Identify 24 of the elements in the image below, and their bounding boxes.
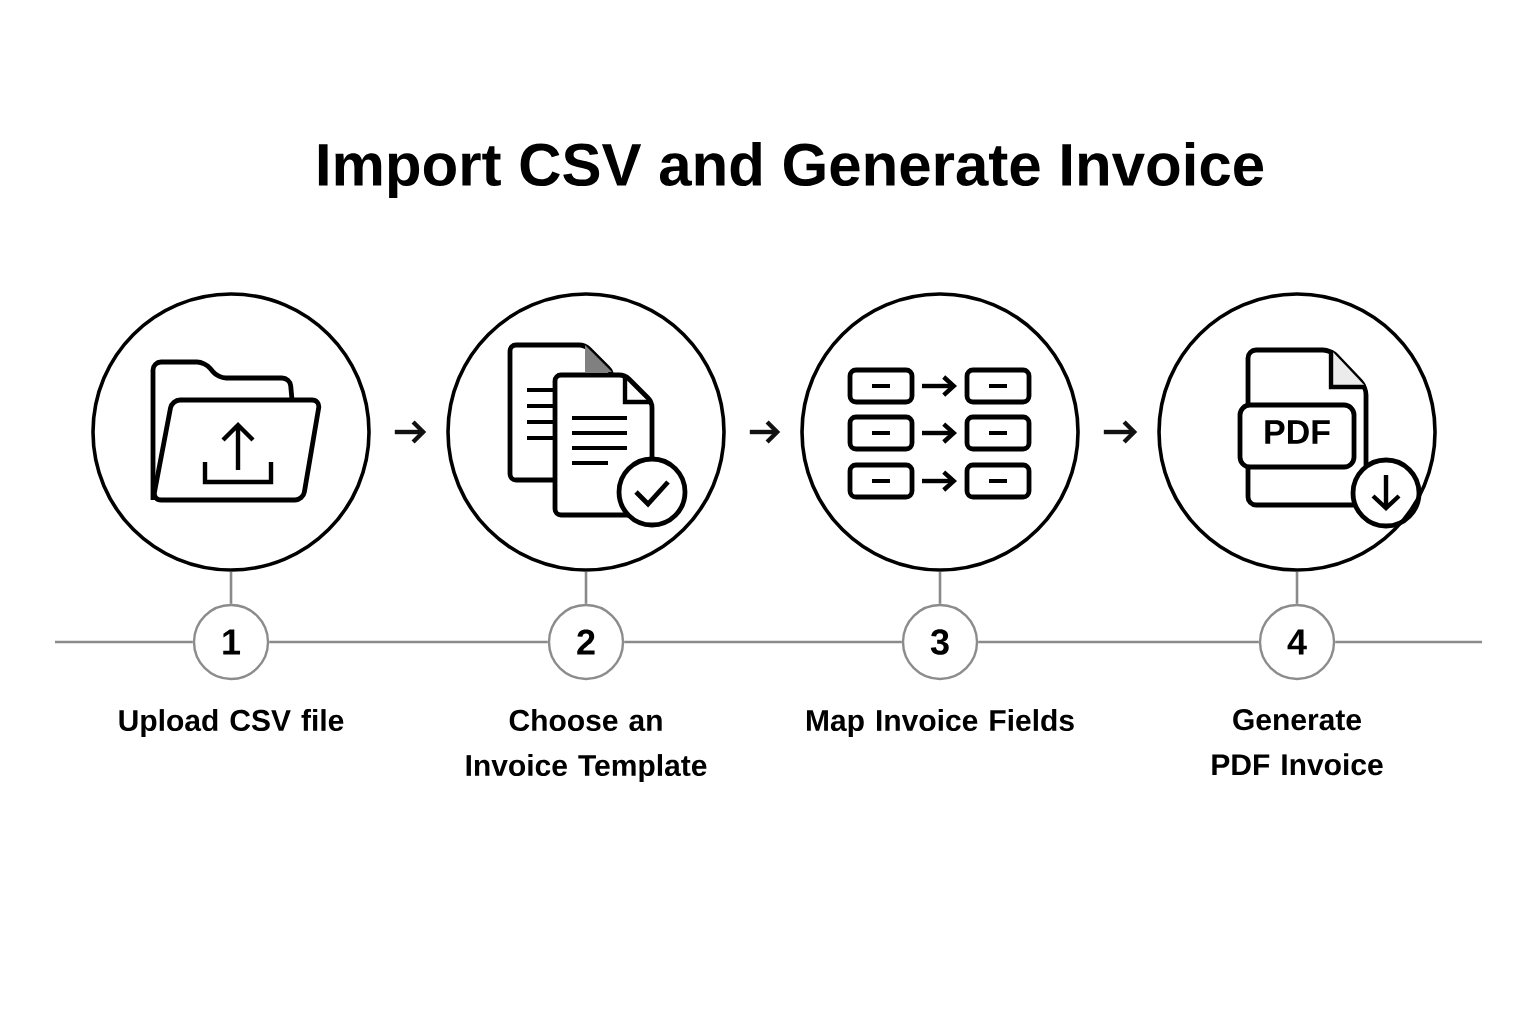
connector-line — [1295, 571, 1299, 604]
connector-line — [55, 640, 193, 644]
step-caption: Map Invoice Fields — [807, 709, 1074, 738]
arrow — [394, 420, 427, 444]
step-circle — [800, 292, 1080, 572]
connector-line — [229, 571, 233, 604]
step-circle — [446, 292, 726, 572]
step-number: 4 — [1258, 603, 1336, 681]
step-circle — [91, 292, 371, 572]
step-caption: Choose an Invoice Template — [466, 709, 707, 783]
step-number: 3 — [901, 603, 979, 681]
connector-line — [978, 640, 1259, 644]
arrow — [1103, 420, 1138, 444]
connector-line — [624, 640, 902, 644]
title: Import CSV and Generate Invoice — [318, 142, 1264, 198]
step-number: 2 — [547, 603, 625, 681]
step-number: 1 — [192, 603, 270, 681]
step-caption: Upload CSV file — [119, 709, 344, 738]
connector-line — [584, 571, 588, 604]
arrow — [749, 420, 781, 444]
connector-line — [1335, 640, 1482, 644]
connector-line — [269, 640, 548, 644]
connector-line — [938, 571, 942, 604]
step-caption: Generate PDF Invoice — [1212, 709, 1383, 776]
